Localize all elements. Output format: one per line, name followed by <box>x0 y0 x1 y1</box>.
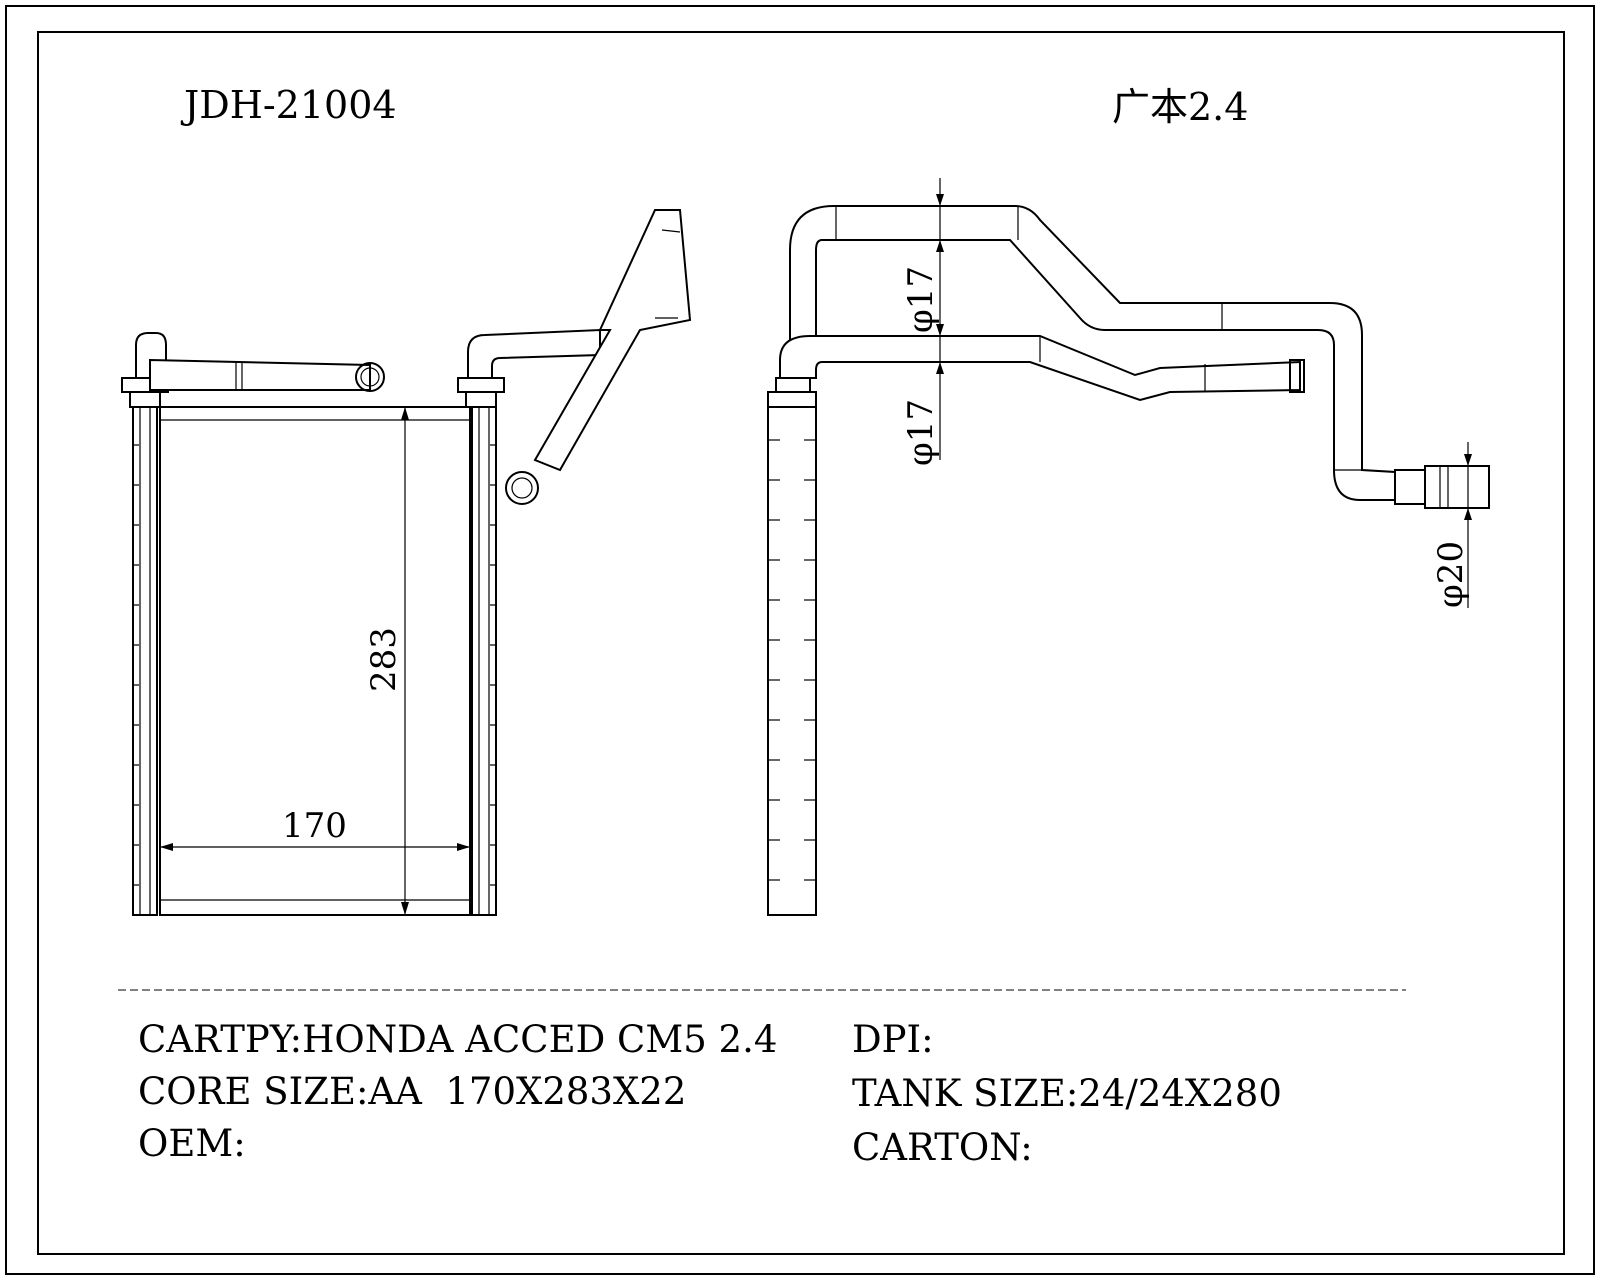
spec-tank-size: TANK SIZE:24/24X280 <box>852 1072 1282 1115</box>
spec-dpi: DPI: <box>852 1018 934 1061</box>
outlet-diameter: φ20 <box>1431 541 1471 608</box>
part-number: JDH-21004 <box>180 83 397 127</box>
spec-cartpy: CARTPY:HONDA ACCED CM5 2.4 <box>138 1018 777 1061</box>
right-flange <box>457 377 505 393</box>
front-view-core: 283 170 <box>121 209 692 916</box>
model-name-cn: 广本2.4 <box>1112 85 1248 129</box>
spec-block: CARTPY:HONDA ACCED CM5 2.4 CORE SIZE:AA … <box>138 1018 1282 1169</box>
outlet-fitting <box>1394 469 1426 505</box>
right-pipe-end <box>505 471 539 505</box>
inner-border <box>37 31 1565 1255</box>
spec-oem: OEM: <box>138 1122 246 1165</box>
left-pipe-end <box>355 362 385 392</box>
side-lower-pipe <box>779 335 1301 402</box>
left-inlet-pipe <box>149 358 371 391</box>
outer-border <box>5 5 1595 1275</box>
side-tank-ticks <box>768 439 816 881</box>
right-outlet-elbow <box>467 328 601 379</box>
left-tank <box>132 406 158 916</box>
width-dimension: 170 <box>282 806 347 846</box>
side-view: φ17 φ17 φ20 <box>767 178 1490 916</box>
side-tank <box>767 406 817 916</box>
height-dimension: 283 <box>364 627 404 692</box>
spec-core-size: CORE SIZE:AA 170X283X22 <box>138 1070 686 1113</box>
right-tank <box>471 406 497 916</box>
tank-ticks <box>133 444 496 886</box>
pipe-diameter-upper: φ17 <box>901 266 941 333</box>
pipe-diameter-lower: φ17 <box>901 399 941 466</box>
right-outlet-pipe <box>533 209 692 472</box>
spec-carton: CARTON: <box>852 1126 1033 1169</box>
core-body <box>159 406 471 916</box>
